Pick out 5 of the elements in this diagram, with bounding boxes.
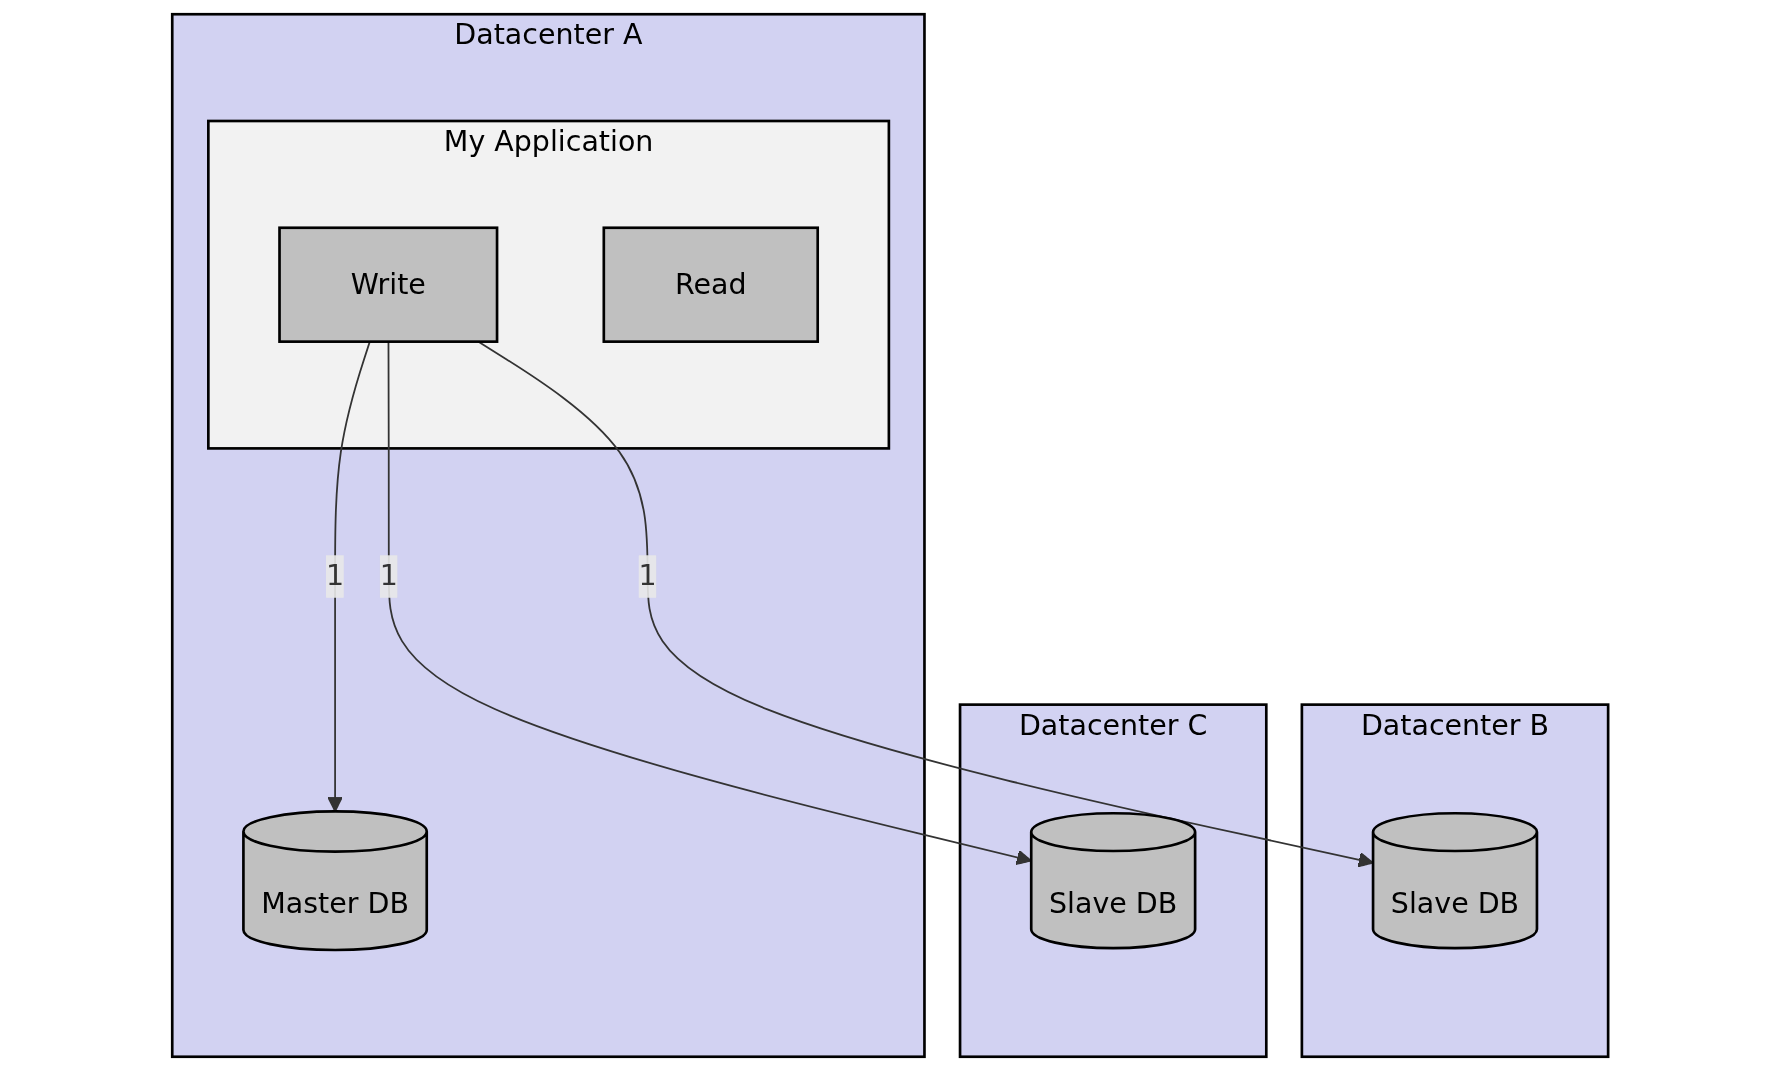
- edge-label: 1: [326, 558, 345, 593]
- node-box: Read: [602, 226, 820, 343]
- node-box: Write: [278, 226, 499, 343]
- edge-label: 1: [380, 558, 399, 593]
- edge-label: 1: [638, 558, 658, 593]
